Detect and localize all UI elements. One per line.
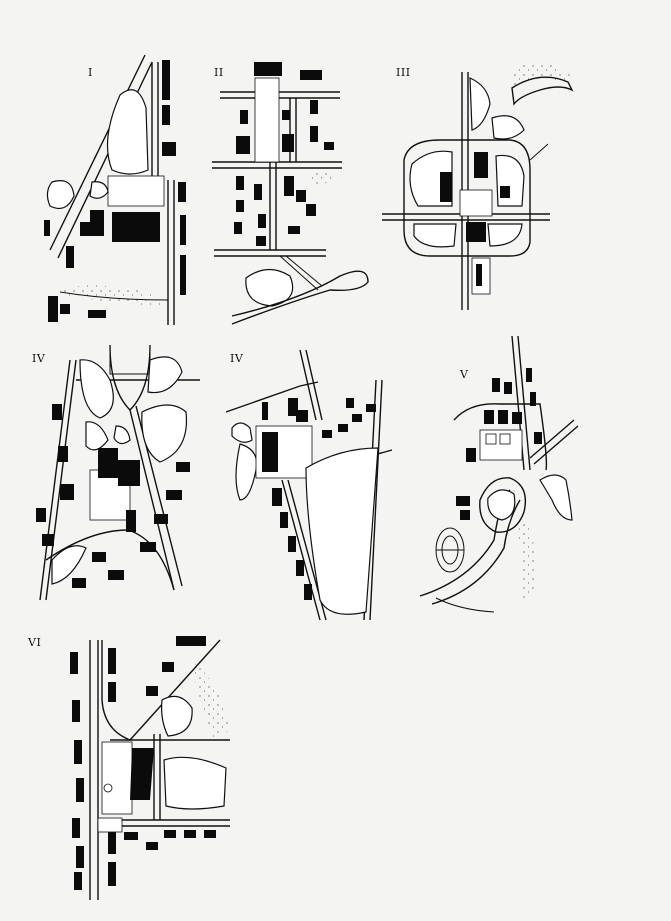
plan-label-2: II <box>214 66 224 79</box>
plan-5 <box>419 335 579 613</box>
plan-label-5: V <box>460 368 469 381</box>
plan-2 <box>212 62 369 325</box>
plan-4b <box>225 349 393 621</box>
plan-1 <box>44 54 186 325</box>
plan-label-1: I <box>88 66 93 79</box>
plan-label-6: VI <box>28 636 42 649</box>
plan-label-4a: IV <box>32 352 46 365</box>
plan-3 <box>382 63 574 310</box>
plan-label-3: III <box>396 66 411 79</box>
plan-6 <box>70 636 230 900</box>
plan-label-4b: IV <box>230 352 244 365</box>
plan-4a <box>36 344 200 601</box>
